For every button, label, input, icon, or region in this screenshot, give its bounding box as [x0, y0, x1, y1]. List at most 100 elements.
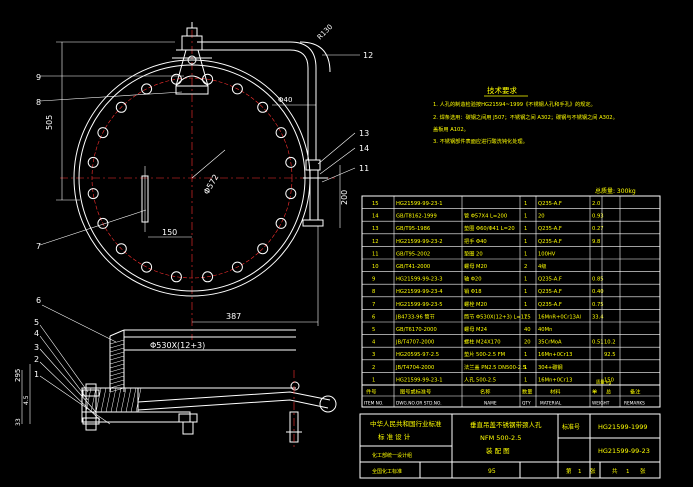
bom-cell: 35CrMoA [538, 340, 562, 346]
bom-cell: 螺母 M20 [464, 262, 487, 270]
leader-11: 11 [359, 164, 369, 173]
bom-cell: HG21599-99-23-3 [396, 277, 443, 283]
page-number: 95 [488, 468, 496, 475]
bom-cell: 15 [372, 201, 379, 207]
bolt-hole [231, 261, 243, 273]
bom-cell: 垫圈 20 [464, 249, 483, 257]
bom-cell: 人孔 500-2.5 [464, 375, 496, 383]
total-mass: 总质量: 300kg [595, 187, 636, 195]
title-block: 中华人民共和国行业标准 标 准 设 计 化工部统一设计组 全国化工标准 垂直吊盖… [359, 413, 661, 479]
bom-cell: HG20595-97-2.5 [396, 352, 439, 358]
bom-cell: 1 [524, 239, 527, 245]
sheet-total: 1 [626, 469, 630, 475]
bom-cell: 轴 Φ20 [464, 275, 482, 283]
bom-header-en-cell: ITEM NO. [364, 401, 383, 407]
bom-cell: 0.51 [592, 340, 604, 346]
bom-cell: 92.5 [604, 352, 616, 358]
bom-cell: 13 [372, 226, 379, 232]
bom-cell: 20 [524, 340, 531, 346]
bolt-hole [257, 101, 269, 113]
bom-cell: HG21599-99-23-1 [396, 377, 443, 383]
notes-title: 技术要求 [487, 85, 517, 95]
bom-cell: 304+碳钢 [538, 363, 563, 371]
sheet-label-1: 第 [566, 467, 572, 475]
leader-13: 13 [359, 129, 369, 138]
bom-cell: 垫圈 Φ60/Φ41 L=20 [464, 224, 515, 232]
std-label: 标准号 [562, 423, 580, 431]
bom-cell: JB/T4707-2000 [395, 340, 434, 346]
note-line-3: 盖板用 A102。 [433, 125, 469, 133]
leader-4: 4 [34, 329, 39, 338]
bom-cell: 5 [372, 327, 375, 333]
bom-cell: 11 [372, 251, 379, 257]
bom-cell: 螺母 M24 [464, 325, 488, 333]
bom-cell: 40Mn [538, 327, 552, 333]
bom-cell: 1 [524, 302, 527, 308]
note-line-4: 3. 不锈钢部件表面应进行酸洗钝化处理。 [433, 137, 528, 145]
sheet-no: 1 [578, 469, 582, 475]
bom-header-cell: 总 [606, 388, 611, 396]
bolt-holes [87, 73, 297, 283]
bom-cell: 0.85 [592, 277, 604, 283]
bom-cell: Q235-A.F [538, 226, 562, 232]
bom-cell: 法兰盖 PN2.5 DN500-2.5 [464, 363, 526, 371]
drawing-number: HG21599-99-23 [598, 447, 650, 455]
dim-150: 150 [162, 228, 177, 237]
side-section-view: Φ530X(12+3) 295 4.5 33 [14, 329, 337, 450]
bolt-hole [231, 83, 243, 95]
bom-cell: JB/T4704-2000 [395, 365, 434, 371]
bom-cell: 1 [524, 226, 527, 232]
bolt-hole [202, 271, 214, 283]
bom-header-cell: 单 [592, 388, 597, 396]
bom-cell: Q235-A.F [538, 201, 562, 207]
bom-cell: 3 [372, 352, 375, 358]
bom-cell: 2.0 [592, 201, 600, 207]
bolt-hole [257, 243, 269, 255]
bom-cell: 7 [372, 302, 375, 308]
bolt-hole [170, 271, 182, 283]
dim-295: 295 [14, 369, 22, 382]
bom-cell: 0.93 [592, 214, 604, 220]
dim-r130: R130 [316, 23, 335, 42]
bom-cell: 16MnR+0Cr13Al [538, 314, 581, 320]
bom-cell: 16Mn+0Cr13 [538, 377, 572, 383]
bom-header-en-cell: MATERIAL [540, 401, 562, 407]
bom-header-cell: 材料 [550, 388, 560, 396]
bom-cell: Q235-A.F [538, 277, 562, 283]
bom-cell: HG21599-99-23-4 [396, 289, 443, 295]
bom-header-en-cell: NAME [484, 401, 497, 407]
bom-cell: 1 [524, 377, 527, 383]
bom-cell: 6 [372, 314, 375, 320]
dim-4-5: 4.5 [23, 395, 30, 405]
leader-8: 8 [36, 98, 41, 107]
std-number: HG21599-1999 [598, 423, 648, 431]
drawing-title-2: NFM 500-2.5 [480, 434, 521, 442]
bom-cell: 1 [524, 314, 527, 320]
bom-weight-label: 质量 kg [596, 379, 611, 386]
leader-1: 1 [34, 370, 39, 379]
bom-cell: 16Mn+0Cr13 [538, 352, 572, 358]
leader-12: 12 [363, 51, 373, 60]
bom-cell: 20 [538, 214, 545, 220]
bom-cell: 垫片 500-2.5 FM [464, 350, 505, 358]
bom-cell: 把手 Φ40 [464, 237, 487, 245]
bom-header-en-cell: REMARKS [624, 401, 645, 407]
bom-cell: 2 [372, 365, 375, 371]
dim-phi40: Φ40 [278, 96, 292, 104]
bom-cell: 33.4 [592, 314, 604, 320]
bom-cell: 1 [524, 277, 527, 283]
leader-3: 3 [34, 343, 39, 352]
bom-cell: 1 [372, 377, 375, 383]
bom-cell: Q235-A.F [538, 289, 562, 295]
cover-top-view [60, 22, 335, 340]
top-view-leaders: 9 8 7 12 13 14 11 [36, 51, 373, 251]
bolt-hole [87, 156, 99, 168]
bom-header-en-cell: WEIGHT [592, 401, 610, 407]
dim-387: 387 [226, 312, 241, 321]
bolt-hole [275, 127, 287, 139]
dim-phi572: Φ572 [202, 173, 221, 196]
bom-cell: 螺柱 M24X170 [464, 338, 501, 346]
bom-cell: 1 [524, 201, 527, 207]
